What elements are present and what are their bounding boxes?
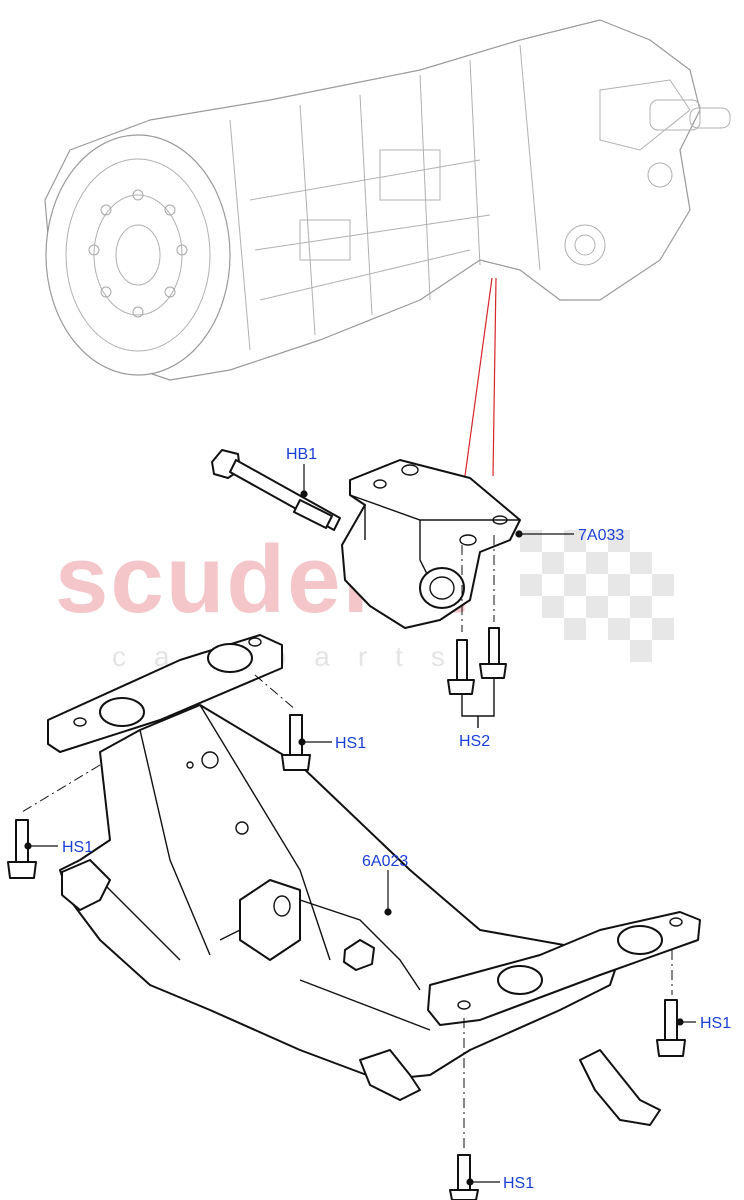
transmission-assembly bbox=[44, 19, 731, 381]
hs2-bolts bbox=[447, 627, 507, 728]
callout-leaders bbox=[24, 464, 696, 1186]
hs1-bolt-bottom bbox=[449, 1154, 479, 1200]
callout-hs1-top: HS1 bbox=[335, 735, 366, 752]
7a033-transmission-mount bbox=[341, 459, 521, 629]
callout-7a033: 7A033 bbox=[578, 527, 624, 544]
hs1-bolt-right bbox=[656, 999, 686, 1057]
callout-hs1-left: HS1 bbox=[62, 839, 93, 856]
callout-6a023: 6A023 bbox=[362, 853, 408, 870]
torque-converter bbox=[45, 134, 231, 376]
hs1-bolt-left bbox=[7, 819, 37, 879]
callout-hs2: HS2 bbox=[459, 733, 490, 750]
callout-hb1: HB1 bbox=[286, 446, 317, 463]
checkered-flag-icon bbox=[520, 530, 674, 662]
6a023-crossmember bbox=[47, 634, 701, 1126]
hs1-bolt-top bbox=[281, 714, 311, 771]
callout-hs1-bottom: HS1 bbox=[503, 1175, 534, 1192]
alignment-lines bbox=[21, 535, 673, 1150]
callout-hs1-right: HS1 bbox=[700, 1015, 731, 1032]
red-leader-lines bbox=[464, 277, 497, 477]
hb1-bolt bbox=[211, 449, 341, 531]
